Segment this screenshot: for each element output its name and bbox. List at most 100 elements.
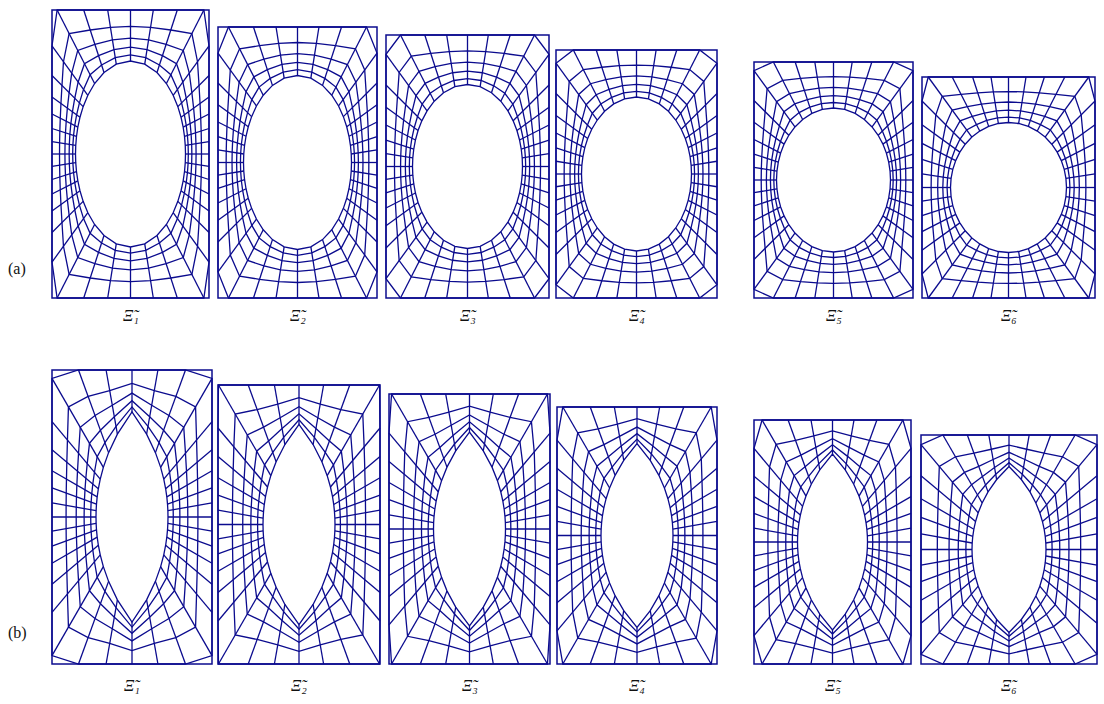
panel-label: Ξ̃₂: [290, 307, 306, 325]
mesh-spoke: [659, 50, 677, 104]
mesh-spoke: [617, 249, 625, 298]
mesh-spoke: [754, 541, 798, 542]
mesh-spoke: [650, 407, 659, 460]
mesh-ring: [218, 27, 377, 298]
mesh-spoke: [672, 548, 717, 564]
mesh-spoke: [157, 236, 177, 298]
panel-label-wrap: Ξ̃₂: [290, 307, 306, 325]
mesh-spoke: [867, 528, 911, 536]
mesh-spoke: [52, 545, 98, 584]
mesh-spoke: [166, 10, 203, 84]
mesh-spoke: [692, 173, 718, 174]
mesh-figure: [754, 420, 911, 664]
mesh-spoke: [392, 394, 442, 481]
panel-label-wrap: Ξ̃₃: [460, 307, 476, 325]
mesh-spoke: [1064, 159, 1095, 169]
mesh-spoke: [1036, 435, 1075, 503]
mesh-spoke: [636, 628, 637, 665]
mesh-spoke: [1045, 517, 1097, 536]
mesh-spoke: [668, 50, 699, 111]
mesh-spoke: [446, 607, 456, 664]
mesh-spoke: [323, 27, 342, 85]
mesh-figure: [218, 385, 380, 664]
mesh-spoke: [811, 614, 820, 664]
mesh-spoke: [989, 619, 997, 664]
mesh-spoke: [872, 233, 913, 289]
mesh-spoke: [556, 133, 585, 148]
mesh-spoke: [483, 607, 493, 664]
mesh-spoke: [173, 213, 209, 262]
mesh-figure: [386, 35, 549, 298]
mesh-ring: [413, 85, 523, 249]
mesh-spoke: [867, 513, 911, 529]
mesh-spoke: [1008, 633, 1009, 665]
mesh-spoke: [185, 163, 209, 167]
mesh-ring: [218, 385, 380, 664]
mesh-spoke: [921, 517, 973, 536]
mesh-spoke: [1036, 596, 1075, 664]
mesh-ring: [575, 84, 699, 263]
mesh-ring: [251, 414, 347, 635]
mesh-spoke: [492, 394, 519, 467]
mesh-spoke: [921, 476, 976, 522]
mesh-spoke: [389, 500, 434, 516]
mesh-spoke: [754, 225, 789, 260]
mesh-spoke: [274, 385, 285, 445]
mesh-spoke: [332, 457, 380, 497]
mesh-spoke: [922, 125, 960, 152]
mesh-spoke: [521, 140, 549, 149]
mesh-spoke: [1042, 578, 1097, 624]
mesh-spoke: [52, 523, 96, 531]
mesh-spoke: [854, 600, 877, 664]
mesh-border: [218, 385, 380, 664]
panel-label: Ξ̃₃: [460, 307, 476, 325]
mesh-spoke: [311, 247, 319, 298]
mesh-spoke: [754, 139, 781, 153]
mesh-ring: [786, 445, 879, 639]
mesh-figure: [557, 407, 717, 664]
mesh-spoke: [921, 534, 972, 543]
mesh-spoke: [168, 488, 212, 504]
mesh-spoke: [921, 563, 973, 582]
mesh-spoke: [1045, 238, 1089, 298]
mesh-spoke: [322, 385, 350, 462]
mesh-spoke: [1052, 231, 1095, 274]
mesh-spoke: [556, 94, 592, 130]
mesh-spoke: [890, 189, 913, 193]
mesh-ring: [958, 458, 1060, 641]
mesh-spoke: [276, 247, 284, 298]
mesh-border: [556, 50, 717, 298]
row-marker: (a): [8, 260, 26, 278]
mesh-spoke: [1066, 174, 1095, 179]
mesh-spoke: [298, 385, 299, 425]
mesh-spoke: [596, 244, 614, 298]
mesh-spoke: [145, 10, 154, 64]
mesh-spoke: [218, 171, 244, 175]
mesh-spoke: [854, 420, 877, 484]
mesh-spoke: [521, 184, 549, 193]
mesh-spoke: [157, 10, 177, 72]
mesh-spoke: [386, 54, 427, 111]
mesh-spoke: [248, 587, 276, 664]
mesh-spoke: [1040, 586, 1097, 654]
mesh-spoke: [685, 209, 717, 232]
mesh-ring: [52, 10, 209, 298]
mesh-ring: [226, 43, 369, 283]
mesh-spoke: [185, 172, 209, 180]
mesh-spoke: [167, 471, 212, 497]
mesh-spoke: [425, 240, 444, 298]
mesh-spoke: [673, 521, 717, 529]
mesh-spoke: [467, 249, 468, 299]
mesh-spoke: [922, 159, 953, 169]
mesh-spoke: [788, 420, 811, 484]
mesh-spoke: [447, 246, 455, 298]
mesh-spoke: [253, 27, 272, 85]
mesh-spoke: [78, 370, 108, 453]
mesh-spoke: [339, 219, 377, 272]
mesh-spoke: [166, 450, 212, 489]
mesh-spoke: [218, 545, 264, 572]
mesh-spoke: [754, 555, 798, 571]
mesh-spoke: [218, 83, 252, 117]
mesh-spoke: [57, 10, 94, 84]
mesh-spoke: [335, 531, 380, 539]
